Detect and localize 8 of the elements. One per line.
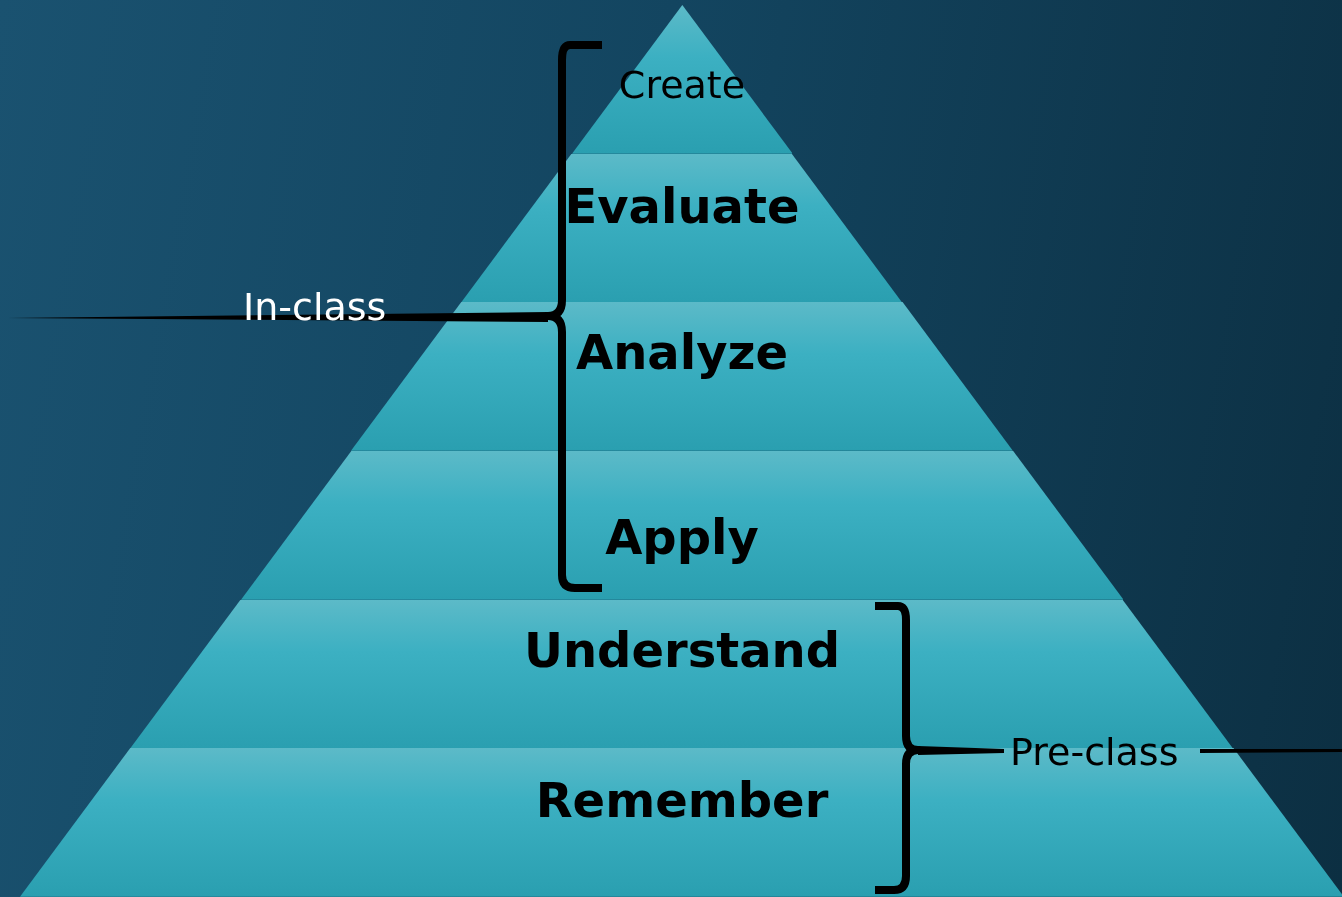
tier-label: Evaluate bbox=[564, 181, 800, 230]
tier-label: Understand bbox=[523, 625, 841, 674]
pyramid-tier bbox=[240, 451, 1124, 600]
bracket-label: In-class bbox=[243, 288, 387, 326]
tier-label: Create bbox=[618, 66, 746, 104]
bracket-label: Pre-class bbox=[1010, 733, 1179, 771]
tier-label: Analyze bbox=[576, 328, 788, 377]
tier-label: Remember bbox=[535, 776, 829, 825]
